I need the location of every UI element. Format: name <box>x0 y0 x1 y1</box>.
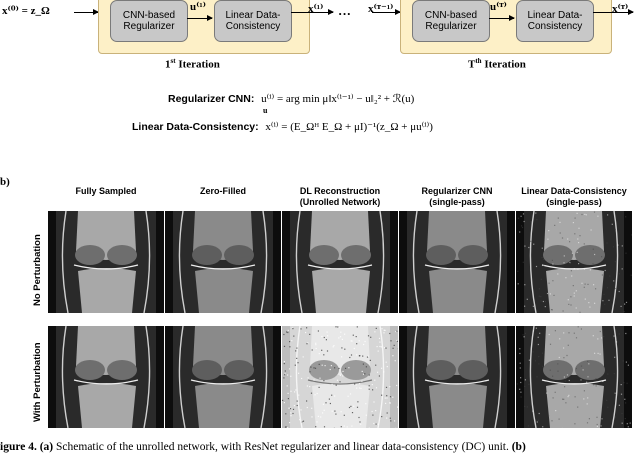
uT-symbol: u⁽ᵀ⁾ <box>490 1 507 13</box>
iteration-T-num: T <box>468 58 476 71</box>
row-label-no-perturbation: No Perturbation <box>32 234 43 306</box>
iteration-T-label: Tth Iteration <box>468 57 526 71</box>
knee-mri-render <box>165 211 281 313</box>
col-head-dl-reconstruction: DL Reconstruction (Unrolled Network) <box>282 186 398 208</box>
data-consistency-label-1: Linear Data-Consistency <box>225 10 281 32</box>
knee-mri-render <box>399 211 515 313</box>
knee-mri-render <box>282 326 398 428</box>
iteration-T-sup: th <box>475 57 482 65</box>
u1-symbol: u⁽¹⁾ <box>190 1 206 13</box>
knee-mri-render <box>48 211 164 313</box>
caption-a-tag: (a) <box>39 441 54 453</box>
regularizer-equation: Regularizer CNN: u⁽ⁱ⁾ = arg min μ‖x⁽ⁱ⁻¹⁾… <box>168 92 414 105</box>
iteration-1-num: 1 <box>165 58 171 71</box>
col-head-line2: (single-pass) <box>429 197 485 207</box>
col-head-line2: (Unrolled Network) <box>299 197 381 207</box>
figure-caption: igure 4. (a) Schematic of the unrolled n… <box>0 441 640 453</box>
mri-image-r0-c4 <box>516 211 632 313</box>
argmin-subscript: u <box>263 106 268 115</box>
iteration-1-sup: st <box>170 57 176 65</box>
panel-b-label: b) <box>0 176 10 188</box>
col-head-linear-dc: Linear Data-Consistency (single-pass) <box>516 186 632 208</box>
iteration-T-text: Iteration <box>481 58 526 71</box>
knee-mri-render <box>282 211 398 313</box>
row-label-with-perturbation: With Perturbation <box>32 342 43 422</box>
regularizer-equation-body: u⁽ⁱ⁾ = arg min μ‖x⁽ⁱ⁻¹⁾ − u‖₂² + ℛ(u) <box>261 93 415 105</box>
knee-mri-render <box>516 326 632 428</box>
caption-b-tag: (b) <box>511 441 526 453</box>
cnn-regularizer-block-T: CNN-based Regularizer <box>412 0 490 42</box>
knee-mri-render <box>516 211 632 313</box>
regularizer-equation-label: Regularizer CNN: <box>168 93 255 105</box>
xT-symbol: x⁽ᵀ⁾ <box>612 3 629 15</box>
mri-image-r1-c1 <box>165 326 281 428</box>
mri-image-r0-c2 <box>282 211 398 313</box>
knee-mri-render <box>165 326 281 428</box>
input-symbol: x⁽⁰⁾ = z_Ω <box>2 5 50 17</box>
col-head-line1: Zero-Filled <box>199 186 246 196</box>
mri-image-r0-c1 <box>165 211 281 313</box>
mri-image-r1-c2 <box>282 326 398 428</box>
col-head-zero-filled: Zero-Filled <box>165 186 281 197</box>
arrow-input <box>74 9 99 15</box>
mri-image-r1-c0 <box>48 326 164 428</box>
col-head-fully-sampled: Fully Sampled <box>48 186 164 197</box>
col-head-line1: Linear Data-Consistency <box>521 186 627 196</box>
dc-equation-label: Linear Data-Consistency: <box>132 121 259 133</box>
arrow-x1 <box>291 9 334 15</box>
col-head-line2: (single-pass) <box>546 197 602 207</box>
mri-image-r1-c4 <box>516 326 632 428</box>
cnn-regularizer-block-1: CNN-based Regularizer <box>110 0 188 42</box>
data-consistency-block-T: Linear Data-Consistency <box>516 0 594 42</box>
xT-1-symbol: x⁽ᵀ⁻¹⁾ <box>368 3 394 15</box>
mri-image-r0-c0 <box>48 211 164 313</box>
cnn-regularizer-label-T: CNN-based Regularizer <box>424 10 478 32</box>
knee-mri-render <box>48 326 164 428</box>
arrow-uT <box>489 15 515 21</box>
caption-a-text: Schematic of the unrolled network, with … <box>53 441 509 453</box>
col-head-regularizer-cnn: Regularizer CNN (single-pass) <box>399 186 515 208</box>
data-consistency-label-T: Linear Data-Consistency <box>527 10 583 32</box>
dc-equation: Linear Data-Consistency: x⁽ⁱ⁾ = (E_Ωᴴ E_… <box>132 120 433 133</box>
ellipsis: ··· <box>338 6 352 21</box>
iteration-1-label: 1st Iteration <box>165 57 220 71</box>
data-consistency-block-1: Linear Data-Consistency <box>214 0 292 42</box>
col-head-line1: Regularizer CNN <box>421 186 493 196</box>
dc-equation-body: x⁽ⁱ⁾ = (E_Ωᴴ E_Ω + μI)⁻¹(z_Ω + μu⁽ⁱ⁾) <box>265 121 433 133</box>
knee-mri-render <box>399 326 515 428</box>
mri-image-r1-c3 <box>399 326 515 428</box>
iteration-1-text: Iteration <box>175 58 220 71</box>
mri-image-r0-c3 <box>399 211 515 313</box>
arrow-u1 <box>187 15 213 21</box>
x1-symbol: x⁽¹⁾ <box>308 3 324 15</box>
caption-prefix: igure 4. <box>0 441 37 453</box>
arrow-xT-1 <box>372 9 401 15</box>
cnn-regularizer-label-1: CNN-based Regularizer <box>122 10 176 32</box>
col-head-line1: DL Reconstruction <box>299 186 381 196</box>
arrow-xT <box>593 9 634 15</box>
col-head-line1: Fully Sampled <box>75 186 137 196</box>
